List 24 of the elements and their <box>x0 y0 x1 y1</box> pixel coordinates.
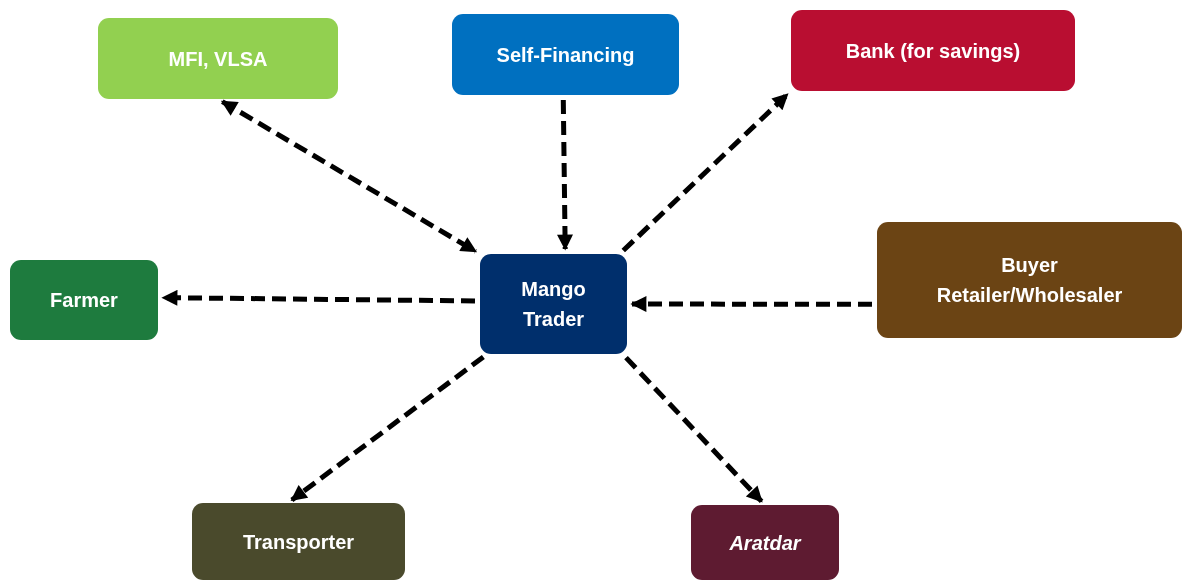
node-label: Bank (for savings) <box>845 38 1021 64</box>
dashed-arrow <box>621 92 790 253</box>
node-label: Retailer/Wholesaler <box>936 283 1123 308</box>
process-box <box>480 254 627 354</box>
process-box <box>192 503 405 580</box>
dashed-arrow <box>557 99 573 251</box>
process-box <box>691 505 839 580</box>
node-label: Mango Trader <box>520 277 587 332</box>
process-box <box>791 10 1075 91</box>
dashed-arrow <box>630 296 872 313</box>
process-box <box>877 222 1182 338</box>
dashed-arrow <box>161 289 476 306</box>
node-label: Self-Financing <box>496 42 635 68</box>
dashed-arrow <box>624 355 764 504</box>
dashed-arrow <box>290 355 485 502</box>
node-label: MFI, VLSA <box>168 46 268 72</box>
process-box <box>98 18 338 99</box>
node-label: Farmer <box>50 288 118 313</box>
node-label: Transporter <box>242 529 355 555</box>
node-label: Aratdar <box>729 530 801 556</box>
dashed-arrow <box>220 99 478 254</box>
process-box <box>452 14 679 95</box>
node-label: Buyer <box>1001 253 1058 278</box>
process-box <box>10 260 158 340</box>
